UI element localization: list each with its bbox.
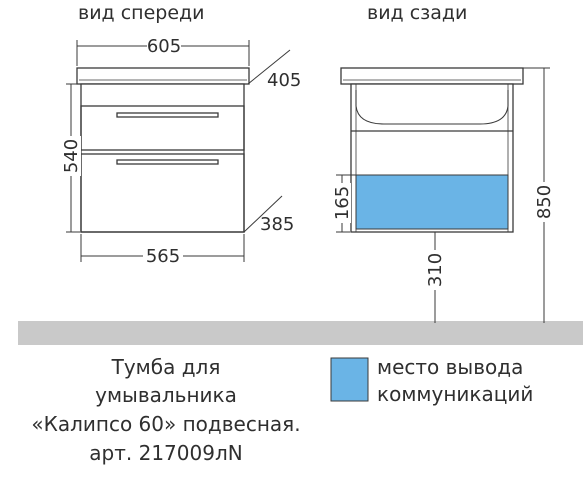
upper-drawer	[80, 105, 245, 151]
front-view	[76, 67, 250, 233]
upper-drawer-handle	[116, 112, 219, 118]
lower-drawer	[80, 153, 245, 233]
caption-line1: Тумба для	[111, 355, 221, 379]
dim-height: 540	[61, 139, 82, 173]
dim-outlet-height: 165	[332, 186, 353, 220]
front-countertop	[76, 67, 250, 85]
caption-line4: арт. 217009лN	[89, 441, 242, 465]
legend-label-line2: коммуникаций	[377, 382, 533, 406]
outlet-zone	[355, 174, 509, 230]
dim-total-height: 850	[534, 185, 555, 219]
rear-view-label: вид сзади	[367, 2, 467, 24]
dim-body-depth: 385	[260, 214, 294, 235]
dim-floor-offset: 310	[425, 253, 446, 287]
caption-line3: «Калипсо 60» подвесная.	[31, 412, 300, 436]
dim-top-width: 605	[147, 36, 181, 57]
floor-band	[18, 321, 583, 345]
dim-body-width: 565	[146, 246, 180, 267]
basin-outline	[355, 90, 509, 125]
rear-countertop	[340, 67, 524, 85]
legend-label-line1: место вывода	[377, 355, 523, 379]
dim-top-depth: 405	[267, 70, 301, 91]
legend-swatch	[330, 357, 369, 402]
caption-line2: умывальника	[95, 383, 237, 407]
front-view-label: вид спереди	[78, 2, 205, 24]
lower-drawer-handle	[116, 159, 219, 165]
